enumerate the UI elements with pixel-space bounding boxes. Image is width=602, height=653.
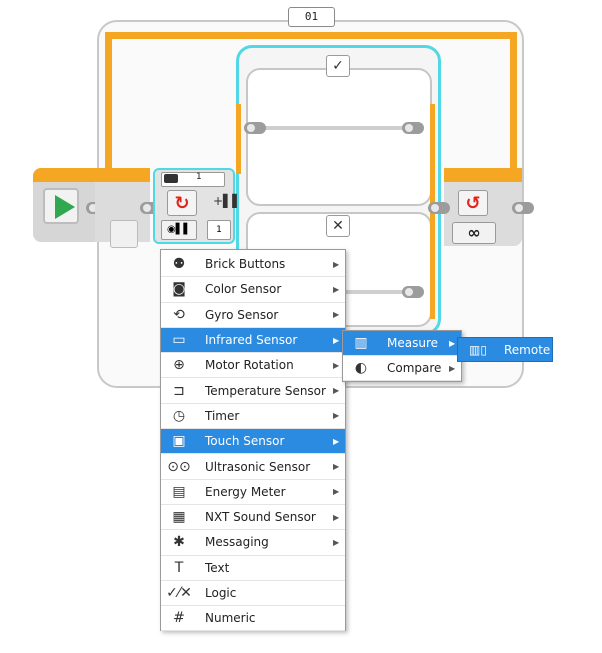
loop-end-in-plug[interactable] bbox=[428, 202, 450, 214]
remote-label: Remote bbox=[504, 342, 551, 357]
menu-item-timer[interactable]: ◷ Timer ▶ bbox=[161, 404, 345, 430]
gyro-sensor-icon: ⟲ bbox=[173, 306, 185, 323]
menu-item-messaging[interactable]: ✱ Messaging ▶ bbox=[161, 530, 345, 556]
menu-item-energy-meter[interactable]: ▤ Energy Meter ▶ bbox=[161, 480, 345, 505]
switch-wire-left bbox=[236, 104, 241, 174]
compare-icon: ◐ bbox=[354, 360, 368, 376]
port-value-top: 1 bbox=[196, 172, 202, 182]
chevron-right-icon: ▶ bbox=[333, 537, 340, 547]
chevron-right-icon: ▶ bbox=[449, 363, 456, 373]
menu-item-label: Touch Sensor bbox=[205, 434, 285, 449]
case-false-out-plug[interactable] bbox=[402, 286, 424, 298]
infrared-submenu: ▥ Measure ▶ ◐ Compare ▶ bbox=[342, 330, 462, 382]
brick-buttons-icon: ⚉ bbox=[172, 256, 186, 273]
chevron-right-icon: ▶ bbox=[333, 335, 340, 345]
case-true-in-plug[interactable] bbox=[244, 122, 266, 134]
menu-item-label: Numeric bbox=[205, 611, 256, 626]
port-value-bottom[interactable]: 1 bbox=[207, 220, 231, 240]
motor-rotation-icon: ⊕ bbox=[173, 357, 185, 374]
menu-item-gyro-sensor[interactable]: ⟲ Gyro Sensor ▶ bbox=[161, 303, 345, 328]
start-block[interactable] bbox=[33, 168, 95, 242]
color-sensor-icon: ◙ bbox=[172, 281, 186, 298]
submenu-item-label: Compare bbox=[387, 361, 442, 375]
case-true-wire bbox=[256, 126, 416, 130]
timer-icon: ◷ bbox=[172, 407, 186, 424]
menu-item-label: Temperature Sensor bbox=[205, 383, 326, 398]
loop-mode-slot[interactable] bbox=[110, 220, 138, 248]
loop-repeat-icon[interactable]: ↺ bbox=[458, 190, 488, 216]
menu-item-label: Infrared Sensor bbox=[205, 333, 298, 348]
menu-item-label: NXT Sound Sensor bbox=[205, 510, 316, 525]
menu-item-infrared-sensor[interactable]: ▭ Infrared Sensor ▶ bbox=[161, 327, 345, 354]
menu-item-motor-rotation[interactable]: ⊕ Motor Rotation ▶ bbox=[161, 353, 345, 379]
menu-item-logic[interactable]: ✓⁄✕ Logic bbox=[161, 581, 345, 607]
case-true-tab[interactable]: ✓ bbox=[326, 55, 350, 77]
loop-end-block[interactable]: ↺ ∞ bbox=[444, 168, 522, 246]
menu-item-brick-buttons[interactable]: ⚉ Brick Buttons ▶ bbox=[161, 252, 345, 278]
measure-submenu[interactable]: ▥▯ Remote bbox=[457, 337, 553, 362]
menu-item-label: Motor Rotation bbox=[205, 358, 294, 373]
loop-wire-right bbox=[510, 32, 517, 172]
loop-name-label[interactable]: 01 bbox=[288, 7, 335, 27]
chevron-right-icon: ▶ bbox=[333, 360, 340, 370]
messaging-icon: ✱ bbox=[173, 534, 185, 551]
submenu-item-measure[interactable]: ▥ Measure ▶ bbox=[343, 331, 461, 356]
menu-item-text[interactable]: T Text bbox=[161, 556, 345, 581]
submenu-item-compare[interactable]: ◐ Compare ▶ bbox=[343, 356, 461, 381]
submenu-item-label: Measure bbox=[387, 336, 438, 350]
chevron-right-icon: ▶ bbox=[333, 436, 340, 446]
menu-item-temperature-sensor[interactable]: ⊐ Temperature Sensor ▶ bbox=[161, 378, 345, 404]
chevron-right-icon: ▶ bbox=[333, 310, 340, 320]
menu-item-label: Color Sensor bbox=[205, 282, 282, 297]
loop-wire-top bbox=[105, 32, 517, 39]
case-true-out-plug[interactable] bbox=[402, 122, 424, 134]
loop-mode-infinity-icon[interactable]: ∞ bbox=[452, 222, 496, 244]
port-selector[interactable]: 1 bbox=[161, 172, 225, 187]
menu-item-label: Energy Meter bbox=[205, 484, 286, 499]
menu-item-numeric[interactable]: # Numeric bbox=[161, 606, 345, 632]
loop-wire-left bbox=[105, 32, 112, 172]
menu-item-ultrasonic-sensor[interactable]: ⊙⊙ Ultrasonic Sensor ▶ bbox=[161, 454, 345, 480]
touch-sensor-icon: ▣ bbox=[172, 433, 186, 450]
menu-item-label: Brick Buttons bbox=[205, 257, 286, 272]
chevron-right-icon: ▶ bbox=[333, 411, 340, 421]
logic-icon: ✓⁄✕ bbox=[166, 585, 192, 601]
chevron-right-icon: ▶ bbox=[333, 487, 340, 497]
measure-icon: ▥ bbox=[354, 335, 368, 351]
menu-item-touch-sensor[interactable]: ▣ Touch Sensor ▶ bbox=[161, 429, 345, 455]
chevron-right-icon: ▶ bbox=[333, 284, 340, 294]
switch-block[interactable]: 1 ↻ +▌▌ ◉▌▌ 1 bbox=[153, 168, 242, 244]
menu-item-label: Ultrasonic Sensor bbox=[205, 459, 311, 474]
text-icon: T bbox=[174, 559, 184, 576]
chevron-right-icon: ▶ bbox=[333, 259, 340, 269]
nxt-sound-sensor-icon: ▦ bbox=[172, 509, 186, 526]
play-icon[interactable] bbox=[43, 188, 79, 224]
case-false-tab[interactable]: ✕ bbox=[326, 215, 350, 237]
sensor-menu: ⚉ Brick Buttons ▶ ◙ Color Sensor ▶ ⟲ Gyro Senso… bbox=[160, 249, 346, 632]
menu-item-label: Text bbox=[205, 560, 230, 575]
remote-icon: ▥▯ bbox=[469, 342, 487, 357]
loop-end-out-plug[interactable] bbox=[512, 202, 534, 214]
energy-meter-icon: ▤ bbox=[172, 483, 186, 500]
menu-item-label: Messaging bbox=[205, 535, 269, 550]
temperature-sensor-icon: ⊐ bbox=[173, 382, 185, 399]
numeric-icon: # bbox=[173, 610, 185, 627]
infrared-sensor-icon: ▭ bbox=[172, 332, 186, 349]
chevron-right-icon: ▶ bbox=[333, 512, 340, 522]
menu-item-label: Gyro Sensor bbox=[205, 307, 279, 322]
menu-item-color-sensor[interactable]: ◙ Color Sensor ▶ bbox=[161, 277, 345, 303]
switch-input-icon[interactable]: ◉▌▌ bbox=[161, 220, 197, 240]
case-true-box[interactable] bbox=[246, 68, 432, 206]
switch-sensor-icon[interactable]: ↻ bbox=[167, 190, 197, 216]
chevron-right-icon: ▶ bbox=[449, 338, 456, 348]
switch-mode-icon[interactable]: +▌▌ bbox=[213, 194, 242, 208]
chevron-right-icon: ▶ bbox=[333, 386, 340, 396]
port-icon bbox=[164, 174, 178, 183]
menu-item-nxt-sound-sensor[interactable]: ▦ NXT Sound Sensor ▶ bbox=[161, 505, 345, 531]
ultrasonic-sensor-icon: ⊙⊙ bbox=[167, 458, 191, 475]
chevron-right-icon: ▶ bbox=[333, 462, 340, 472]
menu-item-label: Timer bbox=[205, 408, 240, 423]
menu-item-label: Logic bbox=[205, 586, 237, 600]
